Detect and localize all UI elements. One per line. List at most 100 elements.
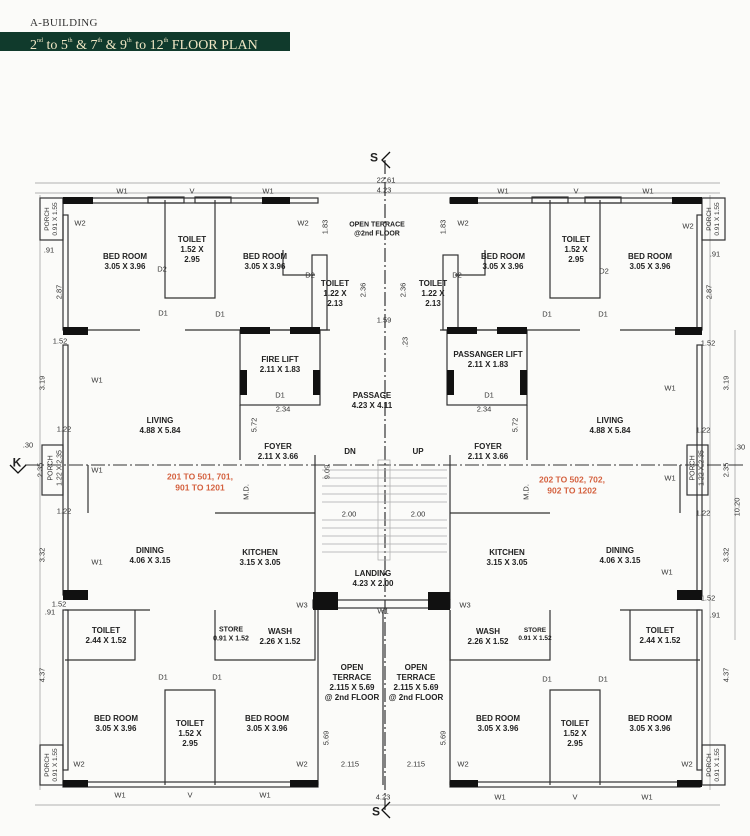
core-width-bottom: 4.23 (375, 792, 391, 802)
floor-plan-title: 2nd to 5th & 7th & 9th to 12th FLOOR PLA… (0, 32, 290, 53)
dimension-lines (25, 160, 745, 810)
dim-2.36: 2.36 (398, 282, 408, 298)
dim-0.91: .91 (44, 607, 56, 617)
dim-5.69: 5.69 (438, 730, 448, 746)
door-code: D1 (158, 672, 168, 682)
walls (39, 196, 726, 788)
ventilator-code: V (572, 792, 578, 802)
door-code: D1 (215, 309, 225, 319)
stair-up-label: UP (412, 447, 424, 456)
dim-1.83: 1.83 (438, 219, 448, 235)
window-code: W2 (457, 218, 469, 228)
dim-0.30: .30 (22, 440, 34, 450)
dim-2.00: 2.00 (410, 509, 426, 519)
ventilator-code: V (187, 790, 193, 800)
columns (63, 197, 702, 787)
dim-1.52: 1.52 (52, 336, 68, 346)
dim-1.22: 1.22 (695, 508, 711, 518)
window-code: W2 (681, 759, 693, 769)
window-code: W2 (457, 759, 469, 769)
door-code: D1 (598, 309, 608, 319)
door-code: D1 (542, 674, 552, 684)
dim-1.52: 1.52 (51, 599, 67, 609)
door-code: D2 (157, 264, 167, 274)
main-door-label: M.D. (241, 484, 251, 500)
dim-0.23: .23 (400, 336, 410, 348)
window-code: W1 (259, 790, 271, 800)
dim-3.32: 3.32 (37, 547, 47, 563)
section-arrows (9, 151, 391, 819)
dim-1.22: 1.22 (56, 424, 72, 434)
dim-2.00: 2.00 (341, 509, 357, 519)
section-marker-top: S (369, 150, 379, 165)
overall-depth: 10.20 (732, 497, 742, 517)
window-code: W1 (91, 375, 103, 385)
door-code: D1 (158, 308, 168, 318)
ventilator-code: V (189, 186, 195, 196)
dim-0.91: .91 (709, 249, 721, 259)
window-code: W2 (297, 218, 309, 228)
dim-5.72: 5.72 (249, 417, 259, 433)
stair-down-label: DN (344, 447, 356, 456)
window-code: W3 (459, 600, 471, 610)
unit-numbers-right: 202 TO 502, 702, 902 TO 1202 (538, 474, 605, 495)
window-code: W2 (682, 221, 694, 231)
door-code: D1 (542, 309, 552, 319)
window-code: W2 (74, 218, 86, 228)
dim-2.34: 2.34 (476, 404, 492, 414)
door-code: D2 (305, 270, 315, 280)
door-code: D1 (212, 672, 222, 682)
dim-2.87: 2.87 (54, 284, 64, 300)
overall-width: 22.61 (376, 175, 396, 185)
window-code: W2 (296, 759, 308, 769)
dim-1.22: 1.22 (695, 425, 711, 435)
window-code: W1 (494, 792, 506, 802)
dim-3.32: 3.32 (721, 547, 731, 563)
dim-0.91: .91 (43, 245, 55, 255)
dim-2.87: 2.87 (704, 284, 714, 300)
window-code: W1 (116, 186, 128, 196)
core-width-top: 4.23 (376, 185, 392, 195)
section-marker-bottom: S (371, 804, 381, 819)
door-code: D1 (484, 390, 494, 400)
dim-2.34: 2.34 (275, 404, 291, 414)
window-code: W1 (91, 465, 103, 475)
building-label: A-BUILDING (30, 17, 98, 29)
window-code: W1 (664, 383, 676, 393)
door-code: D1 (598, 674, 608, 684)
window-code: W3 (296, 600, 308, 610)
dim-1.83: 1.83 (320, 219, 330, 235)
window-code: W1 (91, 557, 103, 567)
dim-1.52: 1.52 (700, 338, 716, 348)
window-code: W1 (664, 473, 676, 483)
dim-0.91: .91 (709, 610, 721, 620)
dim-5.72: 5.72 (510, 417, 520, 433)
